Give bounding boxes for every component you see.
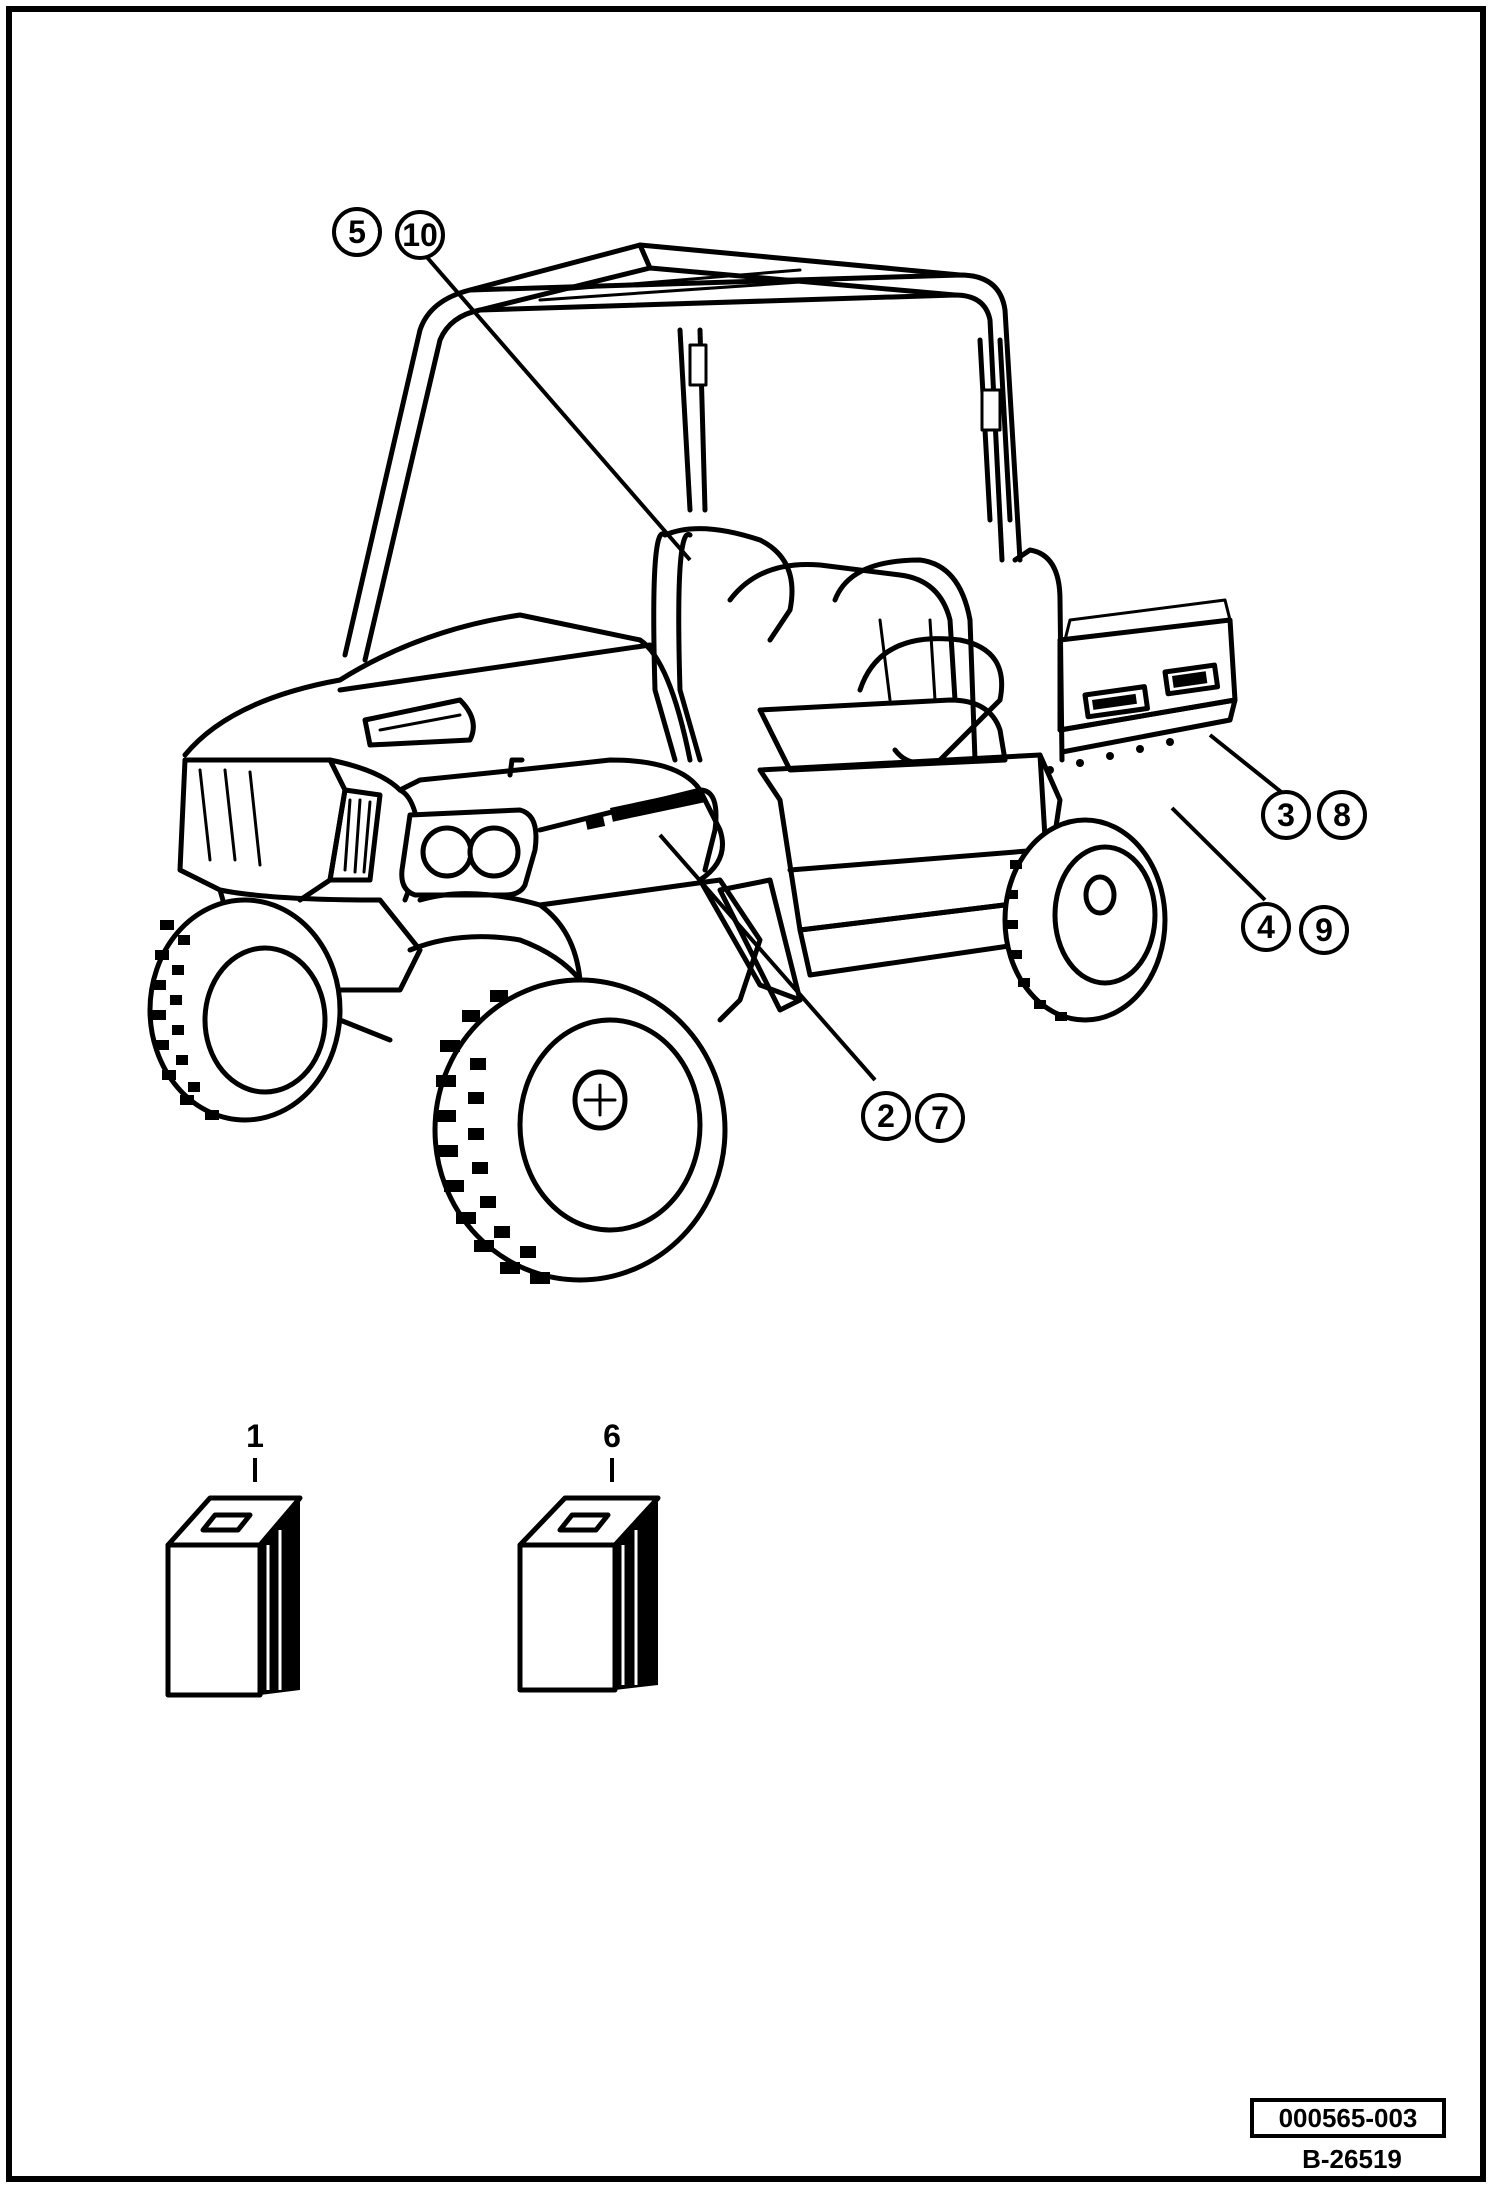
decal-pack-1: 1 xyxy=(165,1418,303,1698)
roll-cage xyxy=(342,242,1023,763)
callout-label-9: 9 xyxy=(1315,912,1333,948)
part-number-box: 000565-003 xyxy=(1250,2098,1446,2138)
callout-circle-4 xyxy=(1241,902,1291,952)
callout-label-7: 7 xyxy=(931,1100,949,1136)
callout-circle-5 xyxy=(332,207,382,257)
callout-circle-3 xyxy=(1261,790,1311,840)
callout-5-10: 5 10 xyxy=(332,207,445,260)
callout-circle-7 xyxy=(915,1093,965,1143)
decal-label-6: 6 xyxy=(603,1418,621,1454)
callout-label-3: 3 xyxy=(1277,797,1295,833)
front-right-wheel xyxy=(432,977,728,1284)
callout-label-4: 4 xyxy=(1257,909,1275,945)
callout-label-8: 8 xyxy=(1333,797,1351,833)
decal-pack-6: 6 xyxy=(517,1418,661,1693)
callout-4-9: 4 9 xyxy=(1241,902,1349,955)
drawing-number: B-26519 xyxy=(1302,2144,1402,2174)
callout-label-2: 2 xyxy=(877,1098,895,1134)
front-left-wheel xyxy=(147,897,343,1123)
callout-circle-10 xyxy=(395,210,445,260)
callout-2-7: 2 7 xyxy=(861,1091,965,1143)
cargo-box xyxy=(1046,598,1238,774)
decal-label-1: 1 xyxy=(246,1418,264,1454)
seat-area xyxy=(727,547,1065,773)
callout-label-5: 5 xyxy=(348,214,366,250)
callout-circle-8 xyxy=(1317,790,1367,840)
rear-right-wheel xyxy=(1002,817,1168,1023)
callout-3-8: 3 8 xyxy=(1261,790,1367,840)
callout-circle-2 xyxy=(861,1091,911,1141)
leader-lines xyxy=(423,253,1287,1082)
callout-circle-9 xyxy=(1299,905,1349,955)
callout-label-10: 10 xyxy=(402,217,438,253)
